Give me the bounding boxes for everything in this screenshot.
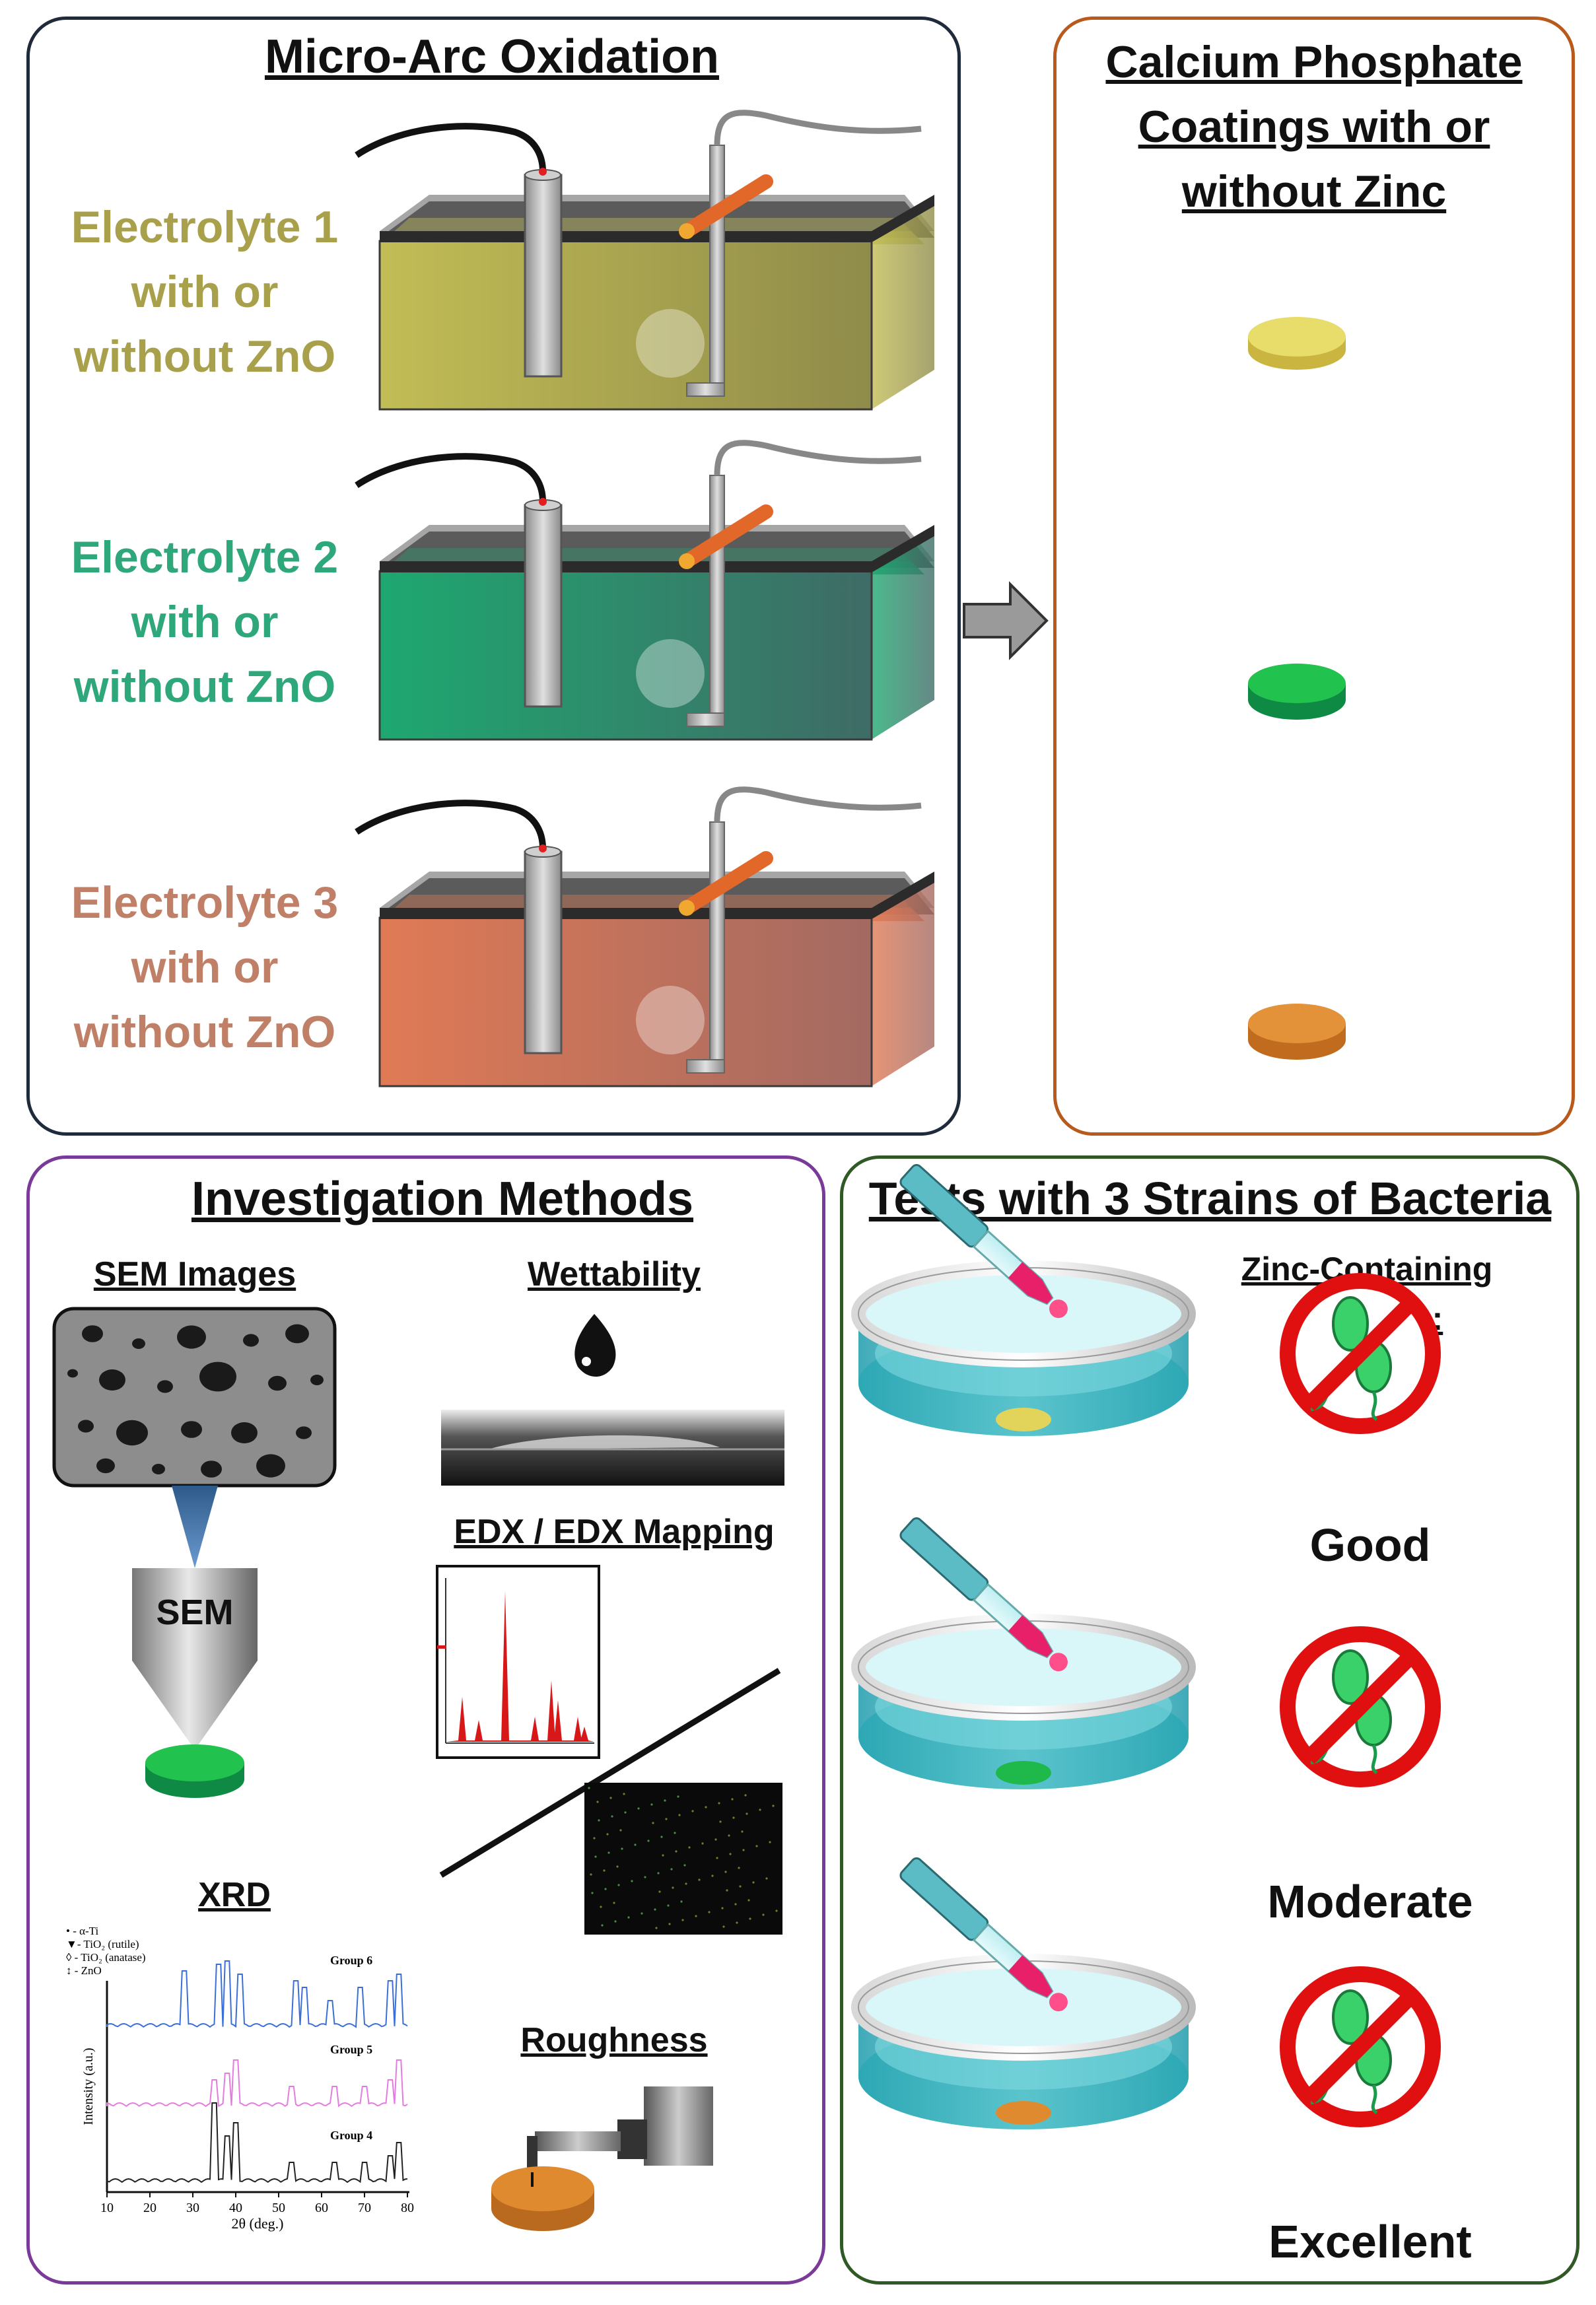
xrd-xtick: 50 (272, 2201, 285, 2215)
dish-sample-1 (996, 1408, 1051, 1431)
wettability-illustration (441, 1314, 784, 1486)
no-bacteria-icon (1280, 1966, 1441, 2127)
result-moderate: Moderate (1267, 1876, 1473, 1927)
roughness-title: Roughness (520, 2021, 708, 2059)
electrolysis-cell-1 (355, 110, 934, 411)
bacteria-tests-title: Tests with 3 Strains of Bacteria (868, 1173, 1552, 1224)
calcium-phosphate-title: Calcium Phosphate Coatings with or witho… (1057, 30, 1572, 224)
result-excellent: Excellent (1268, 2216, 1472, 2267)
petri-dish-1 (851, 1164, 1441, 1436)
xrd-xtick: 80 (401, 2201, 414, 2215)
water-drop-icon (574, 1314, 616, 1377)
petri-dish-2 (851, 1517, 1441, 1789)
electrolysis-cells (355, 110, 934, 1087)
xrd-group-5: Group 5 (330, 2043, 372, 2056)
electrolyte-1-label: Electrolyte 1 with or without ZnO (40, 195, 370, 389)
electrolyte-1-name: Electrolyte 1 (71, 202, 339, 252)
no-bacteria-icon (1280, 1273, 1441, 1434)
edx-map (584, 1783, 782, 1935)
xrd-legend-2: ▼- TiO₂ (rutile) (66, 1938, 139, 1950)
electrolyte-2-label: Electrolyte 2 with or without ZnO (40, 525, 370, 719)
xrd-xtick: 60 (315, 2201, 328, 2215)
pipette-icon (899, 1164, 1068, 1319)
electrolyte-1-with: with or (131, 267, 279, 317)
result-good: Good (1309, 1519, 1431, 1571)
xrd-legend: • - α-Ti ▼- TiO₂ (rutile) ◊ - TiO₂ (anat… (66, 1925, 146, 1977)
dish-sample-2 (996, 1761, 1051, 1785)
edx-illustration (436, 1565, 782, 1935)
xrd-title: XRD (198, 1876, 271, 1914)
calcium-phosphate-title-line3: without Zinc (1181, 166, 1447, 217)
process-arrow-icon (963, 581, 1049, 660)
xrd-legend-1: • - α-Ti (66, 1925, 98, 1937)
sample-disc-1 (1248, 317, 1346, 370)
sem-pores (67, 1324, 324, 1478)
electrolyte-2-without: without ZnO (73, 662, 336, 712)
calcium-phosphate-title-line1: Calcium Phosphate (1105, 37, 1523, 87)
electrolysis-cell-2 (355, 440, 934, 741)
electrolyte-3-without: without ZnO (73, 1007, 336, 1057)
edx-title: EDX / EDX Mapping (454, 1513, 775, 1551)
electrolyte-3-label: Electrolyte 3 with or without ZnO (40, 870, 370, 1064)
sem-illustration: SEM (52, 1307, 337, 1798)
bacteria-test-illustrations (851, 1164, 1441, 2129)
electrolyte-2-with: with or (131, 597, 279, 647)
calcium-phosphate-title-line2: Coatings with or (1138, 102, 1490, 152)
xrd-xtick: 70 (358, 2201, 371, 2215)
xrd-chart: • - α-Ti ▼- TiO₂ (rutile) ◊ - TiO₂ (anat… (66, 1925, 414, 2232)
xrd-xtick: 40 (229, 2201, 242, 2215)
xrd-xtick: 30 (186, 2201, 199, 2215)
petri-dish-3 (851, 1857, 1441, 2129)
electrolyte-3-name: Electrolyte 3 (71, 877, 339, 928)
electrolysis-cell-3 (355, 786, 934, 1087)
dish-sample-3 (996, 2101, 1051, 2125)
sem-images-title: SEM Images (93, 1255, 296, 1293)
electrolyte-2-name: Electrolyte 2 (71, 532, 339, 582)
xrd-legend-3: ◊ - TiO₂ (anatase) (66, 1951, 146, 1964)
pipette-icon (899, 1517, 1068, 1672)
xrd-group-4: Group 4 (330, 2129, 372, 2142)
calcium-phosphate-panel (1053, 17, 1575, 1136)
sample-disc-3 (1248, 1004, 1346, 1060)
pipette-icon (899, 1857, 1068, 2012)
micro-arc-oxidation-title: Micro-Arc Oxidation (264, 30, 720, 83)
xrd-legend-4: ↕ - ZnO (66, 1964, 102, 1977)
coated-sample-discs (1248, 317, 1346, 1060)
sem-label: SEM (156, 1593, 233, 1632)
electrolyte-3-with: with or (131, 942, 279, 992)
xrd-xtick: 20 (143, 2201, 156, 2215)
xrd-ylabel: Intensity (a.u.) (81, 2047, 96, 2125)
sample-disc-2 (1248, 664, 1346, 720)
xrd-group-6: Group 6 (330, 1954, 372, 1967)
xrd-xlabel: 2θ (deg.) (232, 2215, 284, 2232)
roughness-illustration (491, 2086, 713, 2231)
electrolyte-1-without: without ZnO (73, 331, 336, 382)
no-bacteria-icon (1280, 1626, 1441, 1787)
xrd-xtick: 10 (100, 2201, 114, 2215)
wettability-title: Wettability (528, 1255, 701, 1293)
investigation-methods-title: Investigation Methods (191, 1173, 694, 1225)
